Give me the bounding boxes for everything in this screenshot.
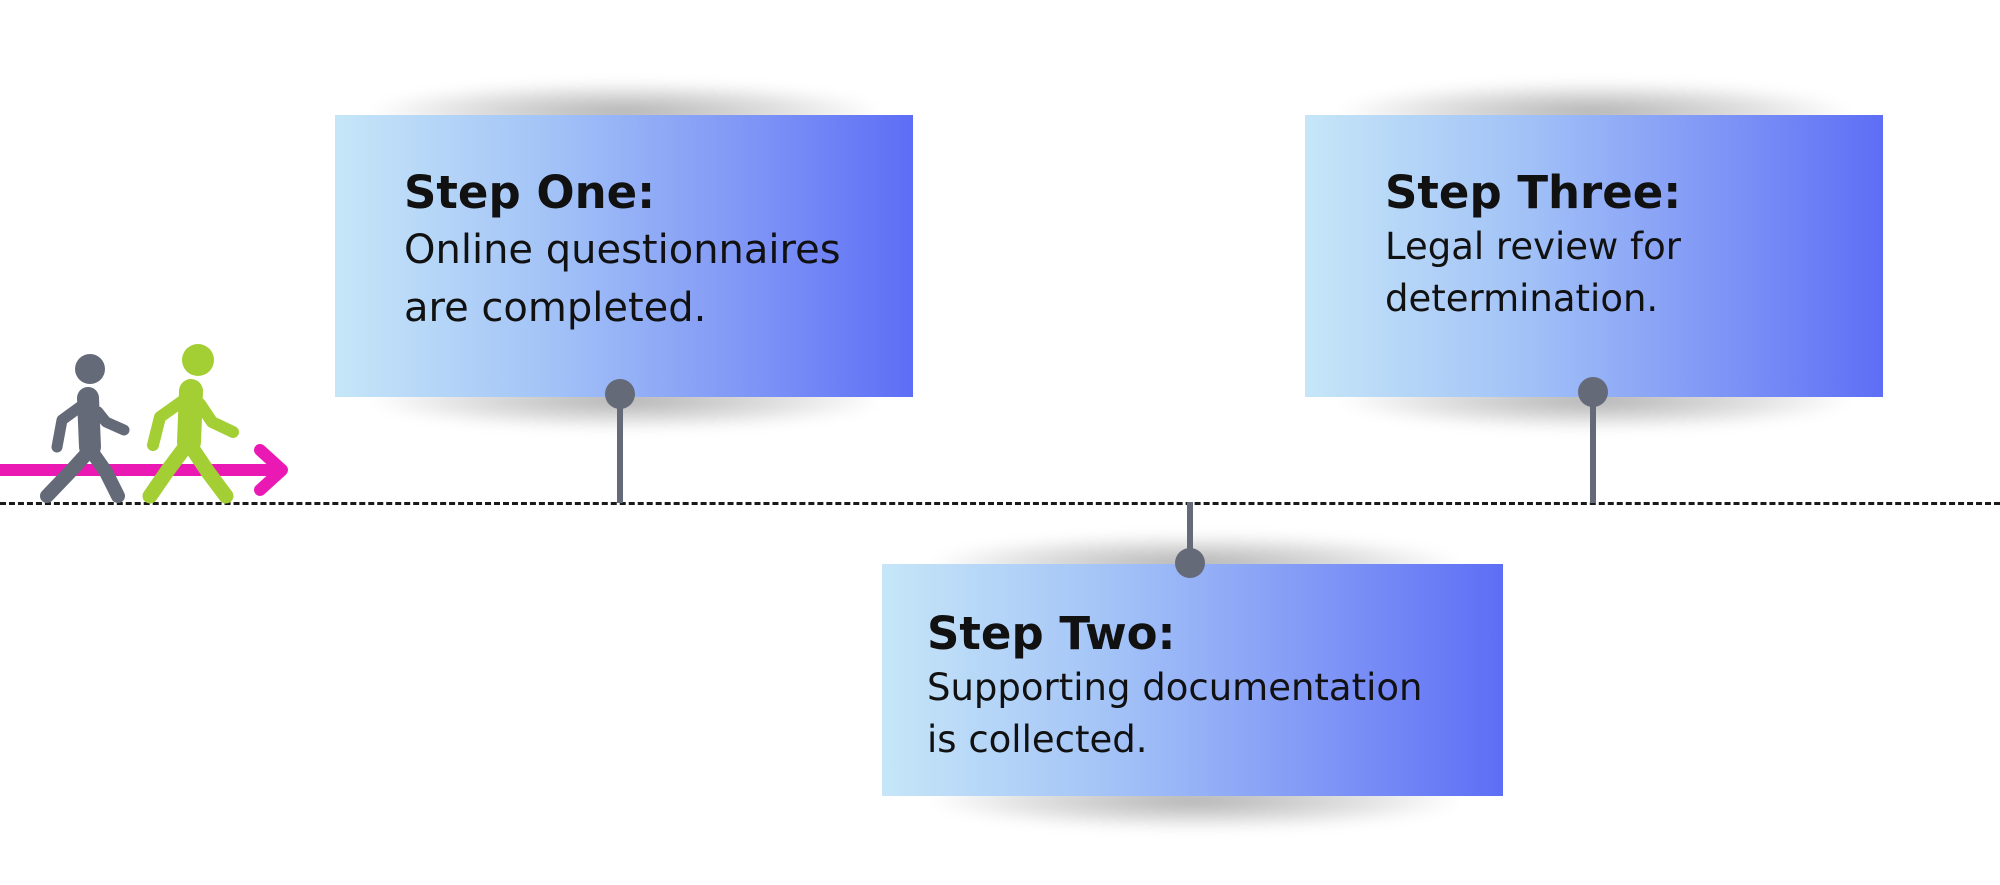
connector-dot xyxy=(605,379,635,409)
step-one-card: Step One: Online questionnaires are comp… xyxy=(335,115,913,397)
step-description: Supporting documentation is collected. xyxy=(927,666,1423,761)
step-title: Step Two: xyxy=(927,607,1176,660)
timeline-line xyxy=(0,502,2000,505)
connector-dot xyxy=(1578,377,1608,407)
step-two-card: Step Two: Supporting documentation is co… xyxy=(882,564,1503,796)
step-description: Legal review for determination. xyxy=(1385,225,1681,320)
walking-person-icon xyxy=(40,354,130,503)
connector-stem xyxy=(1590,393,1596,503)
walkers-group xyxy=(40,344,239,504)
walking-person-icon xyxy=(142,344,239,504)
step-description: Online questionnaires are completed. xyxy=(404,227,841,331)
step-title: Step Three: xyxy=(1385,166,1682,219)
connector-stem xyxy=(617,396,623,503)
step-three-card: Step Three: Legal review for determinati… xyxy=(1305,115,1883,397)
connector-stem xyxy=(1187,502,1193,560)
arrow-right-icon xyxy=(0,444,288,496)
step-title: Step One: xyxy=(404,166,656,219)
connector-dot xyxy=(1175,548,1205,578)
